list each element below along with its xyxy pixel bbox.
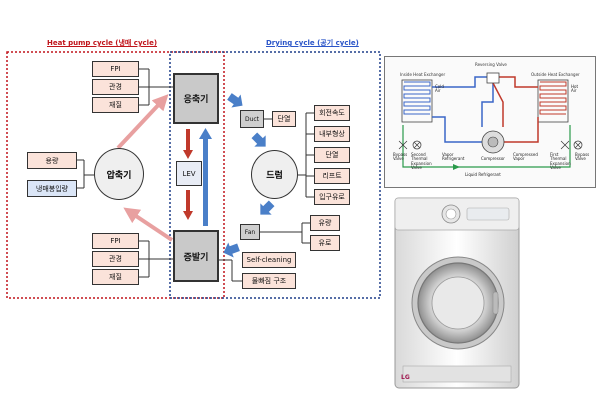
refrigerant-schematic-graphics	[398, 72, 583, 170]
lev-node: LEV	[176, 161, 202, 186]
evaporator-param-self-cleaning: Self-cleaning	[242, 252, 296, 268]
condenser-input-bracket	[139, 68, 173, 106]
condenser-node: 응축기	[173, 73, 219, 124]
reversing-valve-label: Reversing Valve	[475, 62, 507, 67]
fan-node: Fan	[240, 224, 260, 240]
outside-heat-exchanger	[537, 79, 569, 123]
fan-param-flow-path: 유로	[310, 235, 340, 251]
compressor-input-capacity: 용량	[27, 152, 77, 169]
drum-param-rotation-speed: 회전속도	[314, 105, 350, 121]
heat-pump-cycle-border	[6, 51, 225, 299]
evaporator-input-bracket	[139, 240, 173, 278]
drum-param-lift: 리프트	[314, 168, 350, 184]
drum-param-inlet-flow-path: 입구유로	[314, 189, 350, 205]
evaporator-params-bracket	[218, 259, 242, 282]
condenser-input-material: 재질	[92, 97, 139, 113]
compressor-shape	[481, 130, 505, 154]
heat-pump-cycle-title: Heat pump cycle (냉매 cycle)	[47, 39, 158, 47]
evaporator-node: 증발기	[173, 230, 219, 282]
dryer-graphics	[394, 197, 520, 389]
compressor-label: Compressor	[481, 156, 505, 161]
dryer-image: LG	[393, 196, 523, 392]
evaporator-param-drainage-structure: 물빠짐 구조	[242, 273, 296, 289]
drying-cycle-title: Drying cycle (공기 cycle)	[266, 39, 359, 47]
evaporator-input-material: 재질	[92, 269, 139, 285]
compressor-input-bracket	[77, 159, 94, 189]
inside-heat-exchanger	[401, 79, 433, 123]
lev-down-arrows	[183, 129, 193, 220]
drum-params-bracket	[298, 112, 314, 198]
compressor-node: 압축기	[94, 148, 144, 200]
valve-symbols	[398, 140, 583, 150]
evaporator-input-pipe-diameter: 관경	[92, 251, 139, 267]
reversing-valve-shape	[486, 72, 500, 84]
arrow-compressor-to-condenser	[116, 94, 169, 150]
cycle-diagram-graphics	[6, 51, 381, 299]
evaporator-input-fpi: FPI	[92, 233, 139, 249]
liquid-refrigerant-label: Liquid Refrigerant	[465, 172, 501, 177]
arrow-evaporator-to-compressor	[123, 207, 174, 242]
air-up-arrow	[199, 128, 212, 226]
condenser-input-pipe-diameter: 관경	[92, 79, 139, 95]
drying-cycle-border	[169, 51, 381, 299]
fan-params-bracket	[260, 222, 310, 244]
duct-node: Duct	[240, 110, 264, 128]
fan-param-flow-rate: 유량	[310, 215, 340, 231]
outside-hx-label: Outside Heat Exchanger	[531, 72, 580, 77]
brand-logo: LG	[401, 374, 410, 381]
duct-param-insulation: 단열	[272, 111, 296, 127]
drum-node: 드럼	[251, 150, 298, 199]
compressor-input-refrigerant-charge: 냉매봉입량	[27, 180, 77, 197]
inside-hx-label: Inside Heat Exchanger	[400, 72, 446, 77]
drum-param-insulation: 단열	[314, 147, 350, 163]
control-panel	[466, 207, 510, 221]
refrigerant-schematic: Inside Heat Exchanger Reversing Valve Ou…	[384, 56, 596, 188]
drum-param-internal-shape: 내부형상	[314, 126, 350, 142]
air-flow-arrows	[223, 93, 275, 258]
condenser-input-fpi: FPI	[92, 61, 139, 77]
